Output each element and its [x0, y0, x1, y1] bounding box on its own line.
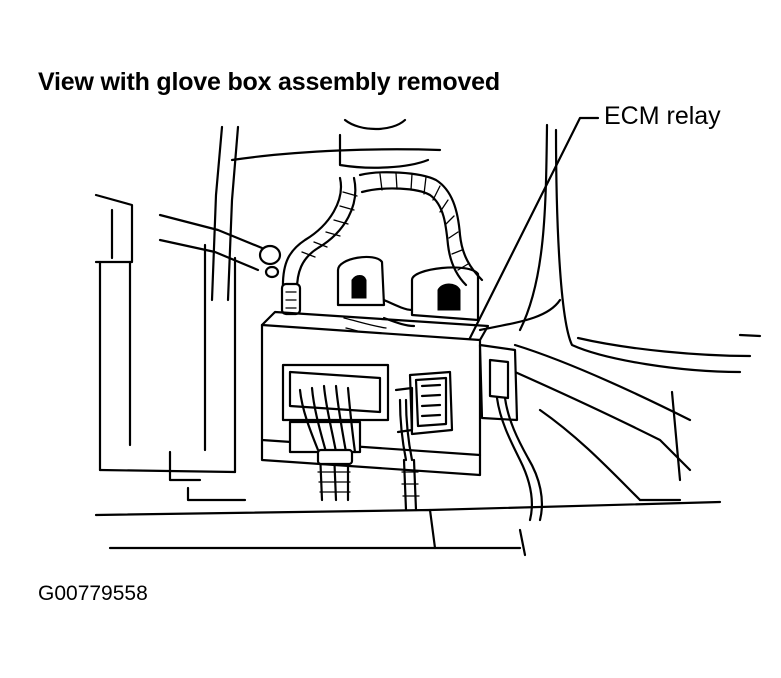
- ecm-relay-leader-line: [452, 118, 598, 372]
- ecm-relay-callout-label: ECM relay: [604, 102, 721, 130]
- ecm-relay: [396, 372, 452, 510]
- figure-title: View with glove box assembly removed: [38, 68, 500, 96]
- figure-id: G00779558: [38, 582, 148, 605]
- floor-panel: [96, 502, 720, 555]
- junction-block: [262, 312, 488, 475]
- block-connector-wires: [300, 386, 355, 500]
- dashboard-outline: [212, 120, 760, 500]
- right-connector: [480, 345, 542, 520]
- left-side-panel: [96, 195, 280, 500]
- upper-wiring-harness: [282, 172, 482, 314]
